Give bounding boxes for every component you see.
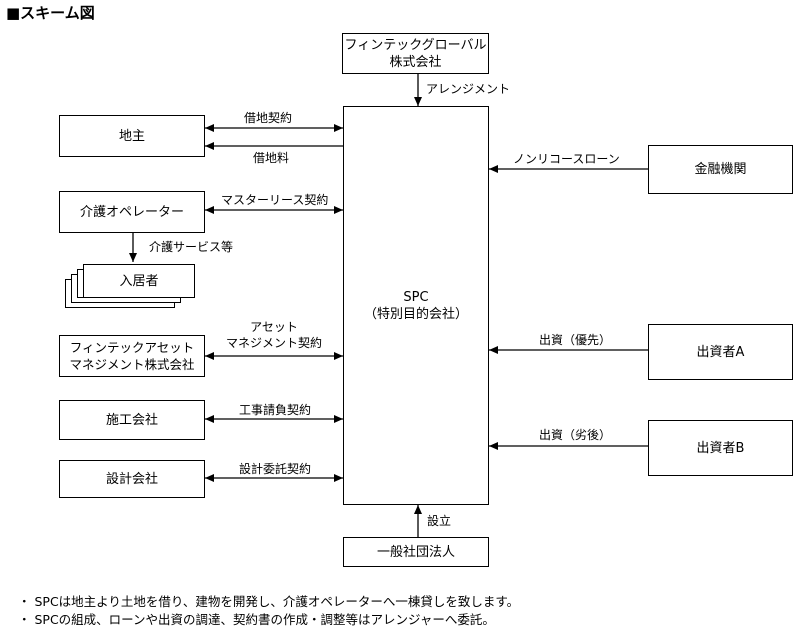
asset-management-box: フィンテックアセット マネジメント株式会社 [59, 335, 205, 377]
financial-institution-box: 金融機関 [648, 145, 793, 194]
diagram-title: ■スキーム図 [6, 4, 95, 22]
label-care-services: 介護サービス等 [149, 240, 234, 254]
note-1: ・ SPCは地主より土地を借り、建物を開発し、介護オペレーターへ一棟貸しを致しま… [18, 594, 520, 609]
label-design-contract: 設計委託契約 [239, 462, 312, 476]
label-am-contract: アセット マネジメント契約 [226, 320, 323, 350]
label-master-lease: マスターリース契約 [221, 193, 329, 207]
label-junior-investment: 出資（劣後） [539, 428, 612, 442]
landowner-box: 地主 [59, 115, 205, 157]
operator-box: 介護オペレーター [59, 191, 205, 233]
label-establishment: 設立 [427, 514, 452, 528]
association-box: 一般社団法人 [343, 537, 489, 567]
label-nonrecourse: ノンリコースローン [513, 152, 620, 166]
label-arrangement: アレンジメント [426, 82, 511, 96]
investor-b-box: 出資者B [648, 420, 793, 476]
spc-box: SPC （特別目的会社） [343, 106, 489, 505]
label-senior-investment: 出資（優先） [539, 333, 612, 347]
investor-a-box: 出資者A [648, 324, 793, 380]
arranger-box: フィンテックグローバル 株式会社 [342, 33, 489, 74]
label-construction-contract: 工事請負契約 [239, 403, 312, 417]
designer-box: 設計会社 [59, 460, 205, 498]
label-land-lease: 借地契約 [244, 111, 293, 125]
note-2: ・ SPCの組成、ローンや出資の調達、契約書の作成・調整等はアレンジャーへ委託。 [18, 612, 495, 627]
label-land-rent: 借地料 [253, 151, 290, 165]
residents-box: 入居者 [83, 264, 195, 298]
constructor-box: 施工会社 [59, 400, 205, 440]
